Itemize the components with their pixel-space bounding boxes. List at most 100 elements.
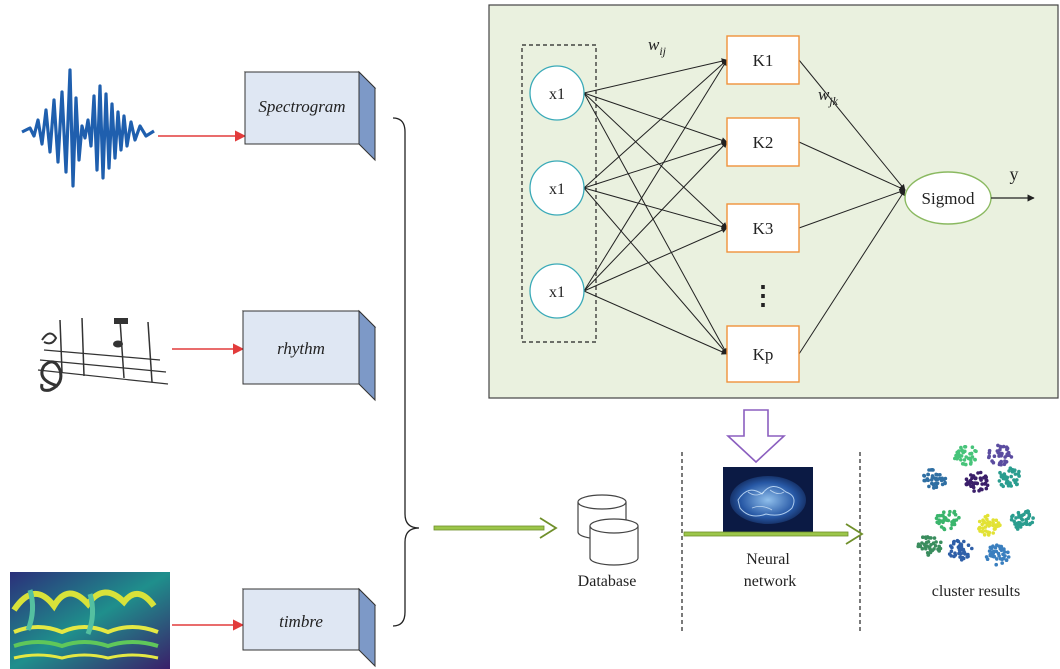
cluster-point: [986, 530, 990, 534]
connection-line: [798, 59, 906, 191]
input-box-spectrogram: Spectrogram: [243, 70, 377, 162]
waveform-icon: [21, 68, 155, 188]
connection-line: [583, 187, 728, 230]
cluster-point: [959, 454, 964, 458]
cluster-point: [977, 519, 982, 524]
cluster-point: [942, 516, 947, 520]
cluster-point: [935, 481, 940, 486]
cluster-point: [926, 540, 931, 544]
cluster-point: [962, 539, 966, 544]
cluster-point: [970, 546, 974, 551]
cluster-point: [953, 512, 958, 517]
hidden-node-k1: K1: [726, 35, 800, 85]
cluster-point: [932, 547, 936, 551]
weight-label-wjk: wjk: [818, 85, 839, 108]
cluster-point: [998, 448, 1002, 452]
cluster-point: [988, 523, 992, 527]
hidden-node-label: K2: [753, 133, 774, 152]
input-node: x1: [529, 160, 585, 216]
cluster-point: [953, 553, 958, 557]
cluster-point: [959, 545, 964, 550]
cluster-point: [1024, 520, 1029, 524]
input-node: x1: [529, 263, 585, 319]
connection-line: [583, 227, 728, 292]
cluster-point: [980, 482, 984, 486]
connection-line: [798, 189, 906, 355]
cluster-point: [920, 546, 925, 551]
cluster-point: [970, 476, 974, 481]
cluster-point: [935, 520, 939, 525]
connection-line: [583, 58, 728, 94]
cluster-point: [995, 543, 999, 547]
cluster-point: [1009, 517, 1014, 522]
cluster-point: [998, 523, 1002, 527]
cluster-point: [983, 515, 988, 519]
cluster-point: [952, 522, 957, 527]
connection-line: [798, 141, 906, 191]
cluster-point: [970, 455, 975, 459]
cluster-point: [963, 449, 967, 454]
cluster-point: [962, 551, 966, 555]
cluster-point: [977, 488, 981, 493]
cluster-point: [998, 462, 1002, 466]
cluster-point: [930, 474, 935, 478]
cluster-point: [946, 518, 951, 523]
cluster-point: [970, 445, 975, 450]
cluster-results-image: [916, 443, 1035, 567]
cluster-point: [995, 524, 999, 529]
cluster-point: [1012, 478, 1016, 482]
cluster-point: [1004, 445, 1009, 450]
cluster-point: [988, 520, 992, 525]
cluster-point: [1008, 466, 1013, 471]
cluster-point: [969, 460, 973, 465]
music-notes-icon: [37, 317, 169, 392]
cluster-point: [918, 544, 923, 548]
cluster-point: [974, 476, 978, 481]
hidden-ellipsis: ⋮: [750, 281, 776, 310]
cluster-point: [957, 449, 961, 453]
input-to-hidden-connections: [583, 58, 728, 355]
cluster-point: [950, 545, 954, 550]
cluster-point: [982, 533, 987, 537]
cluster-point: [926, 478, 930, 483]
cluster-point: [937, 549, 941, 553]
cluster-point: [958, 542, 963, 546]
cluster-point: [934, 485, 939, 490]
cluster-point: [1011, 468, 1016, 473]
cluster-point: [996, 551, 1001, 556]
cluster-point: [991, 518, 995, 522]
cluster-point: [959, 458, 963, 462]
cluster-point: [959, 445, 963, 450]
cluster-point: [1031, 516, 1035, 520]
cluster-point: [1018, 521, 1022, 525]
weight-label-wij: wij: [648, 35, 667, 58]
cluster-point: [1027, 514, 1032, 518]
cluster-point: [991, 521, 995, 525]
cluster-point: [955, 455, 960, 459]
cluster-point: [926, 553, 930, 557]
cluster-point: [947, 552, 952, 556]
cluster-point: [1013, 472, 1018, 476]
cluster-point: [980, 487, 984, 492]
cluster-point: [949, 526, 953, 531]
cluster-point: [983, 525, 988, 529]
cluster-point: [994, 562, 998, 567]
connection-line: [583, 141, 728, 292]
cluster-point: [939, 525, 944, 529]
cluster-point: [987, 455, 991, 460]
connection-line: [583, 92, 728, 144]
cluster-point: [949, 549, 954, 554]
input-node-label: x1: [549, 86, 565, 103]
cluster-point: [1012, 519, 1016, 524]
connection-line: [798, 188, 906, 229]
hidden-node-k3: K3: [726, 203, 800, 253]
cluster-point: [998, 444, 1003, 449]
cluster-point: [942, 477, 946, 482]
output-node-sigmod: Sigmod: [904, 171, 992, 225]
cluster-point: [1006, 550, 1010, 555]
cluster-point: [969, 451, 974, 456]
input-layer-frame: [521, 44, 597, 343]
cluster-point: [922, 473, 926, 478]
down-arrow: [725, 409, 787, 464]
cluster-point: [999, 547, 1004, 551]
